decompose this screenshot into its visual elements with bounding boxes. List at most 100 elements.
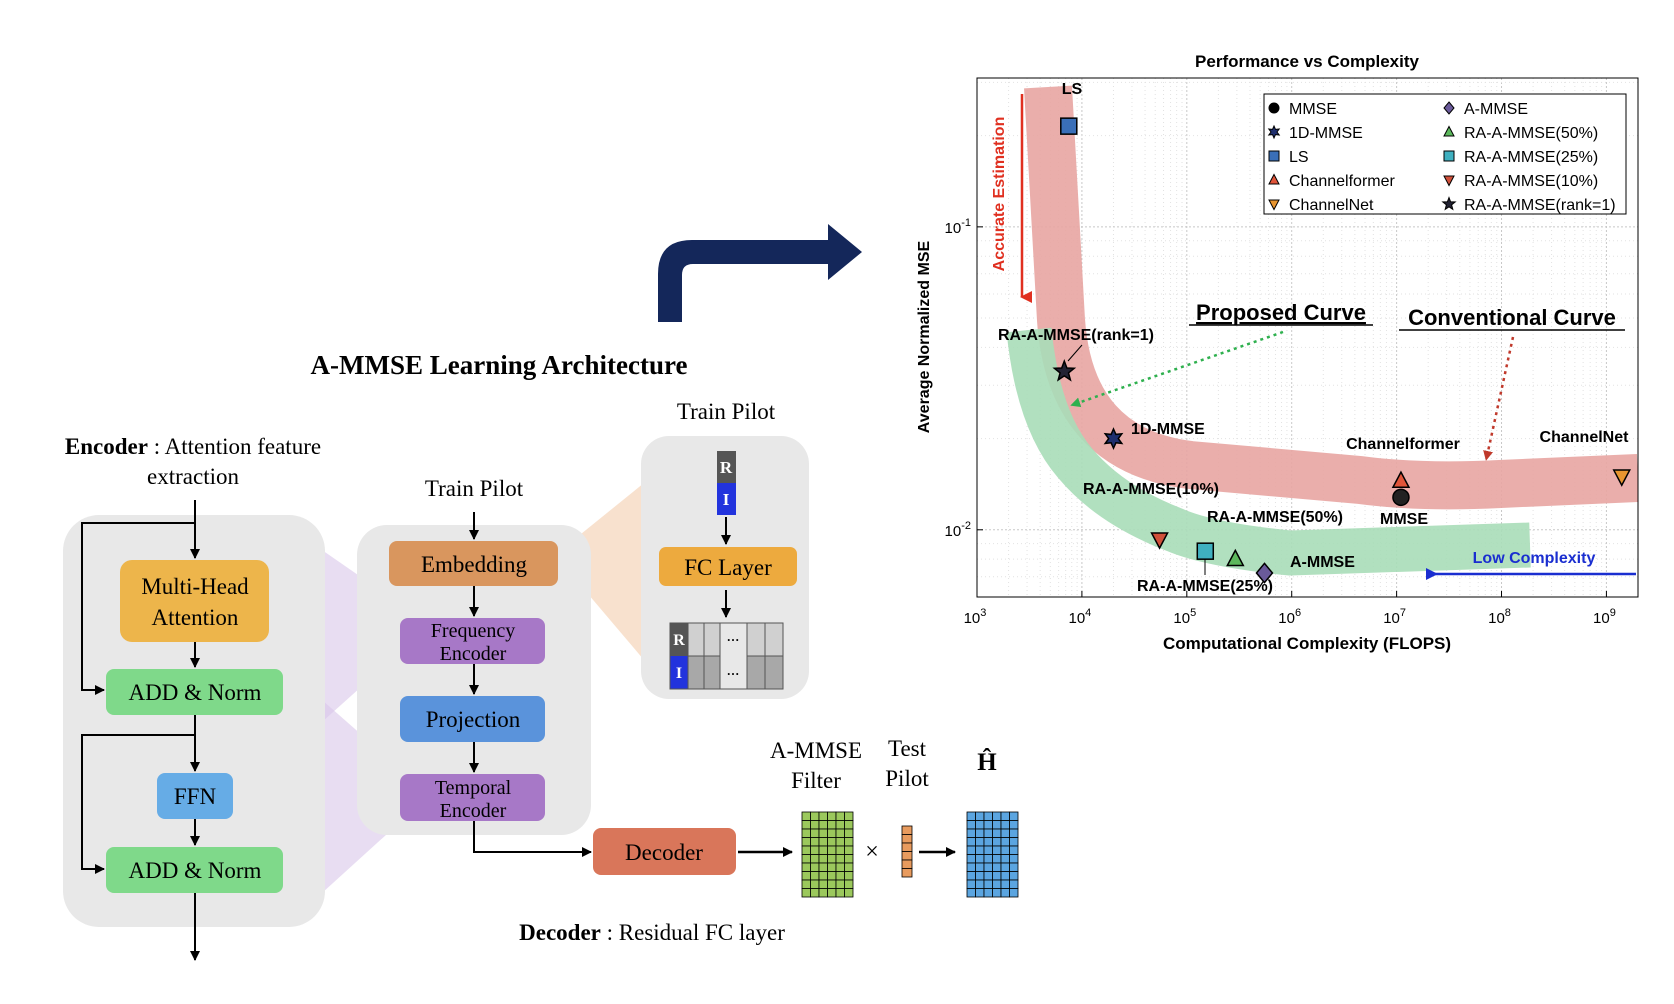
output-cell: [983, 828, 993, 838]
output-cell: [992, 871, 1002, 881]
filter-cell: [818, 888, 828, 898]
real-part-cell: [717, 451, 736, 483]
output-cell: [966, 862, 976, 872]
fc-matrix-ellipsis-bottom: ...: [727, 660, 740, 679]
filter-cell: [835, 879, 845, 889]
output-cell: [975, 837, 985, 847]
data-point-ls: [1060, 117, 1078, 135]
train-pilot-label-fc: Train Pilot: [677, 399, 776, 424]
point-label-ls: LS: [1062, 81, 1083, 98]
frequency-encoder-label-2: Encoder: [440, 643, 507, 665]
filter-cell: [844, 879, 854, 889]
test-pilot-label-1: Test: [888, 736, 927, 761]
output-cell: [983, 879, 993, 889]
filter-cell: [801, 837, 811, 847]
filter-cell: [818, 828, 828, 838]
filter-cell: [810, 888, 820, 898]
add-norm-block-2: [106, 847, 283, 893]
data-point-ra-a-mmse-rank-1: [1052, 358, 1077, 382]
x-tick-label: 103: [964, 607, 987, 627]
proposed-band: [1006, 327, 1531, 576]
filter-cell: [810, 828, 820, 838]
filter-cell: [801, 820, 811, 830]
filter-cell: [827, 888, 837, 898]
filter-cell: [801, 811, 811, 821]
output-cell: [983, 845, 993, 855]
legend-label-mmse: MMSE: [1289, 101, 1337, 118]
temporal-encoder-label-2: Encoder: [440, 800, 507, 822]
filter-cell: [810, 862, 820, 872]
pilot-cell: [901, 851, 913, 861]
output-cell: [983, 862, 993, 872]
embedding-label: Embedding: [421, 552, 528, 577]
conventional-curve-label: Conventional Curve: [1408, 305, 1616, 330]
point-label-1d-mmse: 1D-MMSE: [1131, 421, 1205, 438]
multiply-sign: ×: [865, 839, 879, 865]
point-label-ra10: RA-A-MMSE(10%): [1083, 481, 1219, 498]
pilot-cell: [901, 868, 913, 878]
legend-label-channelnet: ChannelNet: [1289, 197, 1374, 214]
x-tick-label: 105: [1173, 607, 1196, 627]
x-tick-label: 107: [1383, 607, 1406, 627]
filter-cell: [827, 837, 837, 847]
filter-cell: [818, 854, 828, 864]
filter-cell: [827, 811, 837, 821]
output-cell: [983, 871, 993, 881]
embedding-block: [389, 541, 558, 586]
filter-cell: [818, 837, 828, 847]
output-cell: [966, 837, 976, 847]
legend-label-channelformer: Channelformer: [1289, 173, 1396, 190]
filter-cell: [810, 871, 820, 881]
output-cell: [992, 888, 1002, 898]
encoder-caption-text: : Attention feature: [148, 434, 321, 459]
chart-title: Performance vs Complexity: [1195, 52, 1419, 71]
pilot-cell: [901, 842, 913, 852]
encoder-caption: Encoder : Attention feature: [65, 434, 321, 459]
legend-marker-channelnet: [1268, 199, 1280, 211]
a-mmse-filter-matrix: [801, 811, 854, 898]
output-cell: [1009, 871, 1019, 881]
output-cell: [1000, 854, 1010, 864]
filter-cell: [827, 871, 837, 881]
output-cell: [966, 871, 976, 881]
pilot-cell: [901, 834, 913, 844]
point-label-mmse: MMSE: [1380, 511, 1428, 528]
output-cell: [1009, 888, 1019, 898]
filter-cell: [801, 871, 811, 881]
filter-cell: [844, 854, 854, 864]
data-point-channelformer: [1391, 470, 1411, 489]
add-norm-label-1: ADD & Norm: [129, 680, 262, 705]
output-cell: [992, 820, 1002, 830]
multi-head-attention-label-1: Multi-Head: [141, 574, 249, 599]
x-tick-label: 104: [1068, 607, 1091, 627]
output-cell: [1000, 811, 1010, 821]
output-cell: [966, 820, 976, 830]
point-label-a-mmse: A-MMSE: [1290, 554, 1355, 571]
filter-cell: [801, 879, 811, 889]
output-cell: [992, 879, 1002, 889]
data-point-ra-a-mmse-25: [1196, 542, 1215, 560]
output-cell: [1000, 845, 1010, 855]
low-complexity-label: Low Complexity: [1473, 550, 1596, 567]
filter-cell: [801, 888, 811, 898]
output-cell: [983, 837, 993, 847]
projection-block: [400, 696, 545, 742]
fc-expansion-shape: [555, 483, 644, 660]
test-pilot-vector: [901, 825, 913, 878]
filter-cell: [818, 845, 828, 855]
filter-cell: [835, 854, 845, 864]
channel-estimate-matrix: [966, 811, 1019, 898]
x-tick-label: 109: [1593, 607, 1616, 627]
output-cell: [966, 879, 976, 889]
filter-cell: [818, 879, 828, 889]
filter-cell: [827, 828, 837, 838]
decoder-label: Decoder: [625, 840, 703, 865]
point-leader-rank1: [1067, 344, 1083, 362]
output-cell: [992, 862, 1002, 872]
legend-label-a-mmse: A-MMSE: [1464, 101, 1528, 118]
filter-cell: [827, 845, 837, 855]
accurate-estimation-label: Accurate Estimation: [991, 117, 1008, 272]
point-label-ra50: RA-A-MMSE(50%): [1207, 509, 1343, 526]
h-hat-label: Ĥ: [977, 748, 997, 776]
